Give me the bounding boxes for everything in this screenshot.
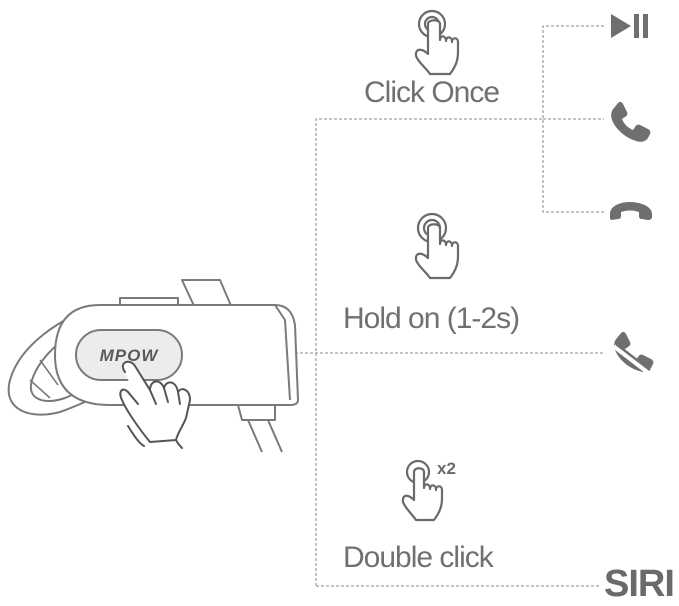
phone-hangup-icon <box>610 202 652 220</box>
action-label-double-click: Double click <box>343 541 493 575</box>
action-label-click-once: Click Once <box>364 76 499 110</box>
phone-reject-icon <box>614 332 653 372</box>
function-siri: SIRI <box>604 563 674 606</box>
tap-finger-icon-1 <box>416 11 458 74</box>
play-pause-icon <box>611 14 648 38</box>
double-tap-badge: x2 <box>437 459 456 479</box>
tap-finger-icon-2 <box>416 214 458 278</box>
phone-answer-icon <box>611 102 650 142</box>
action-label-hold: Hold on (1-2s) <box>343 302 519 336</box>
